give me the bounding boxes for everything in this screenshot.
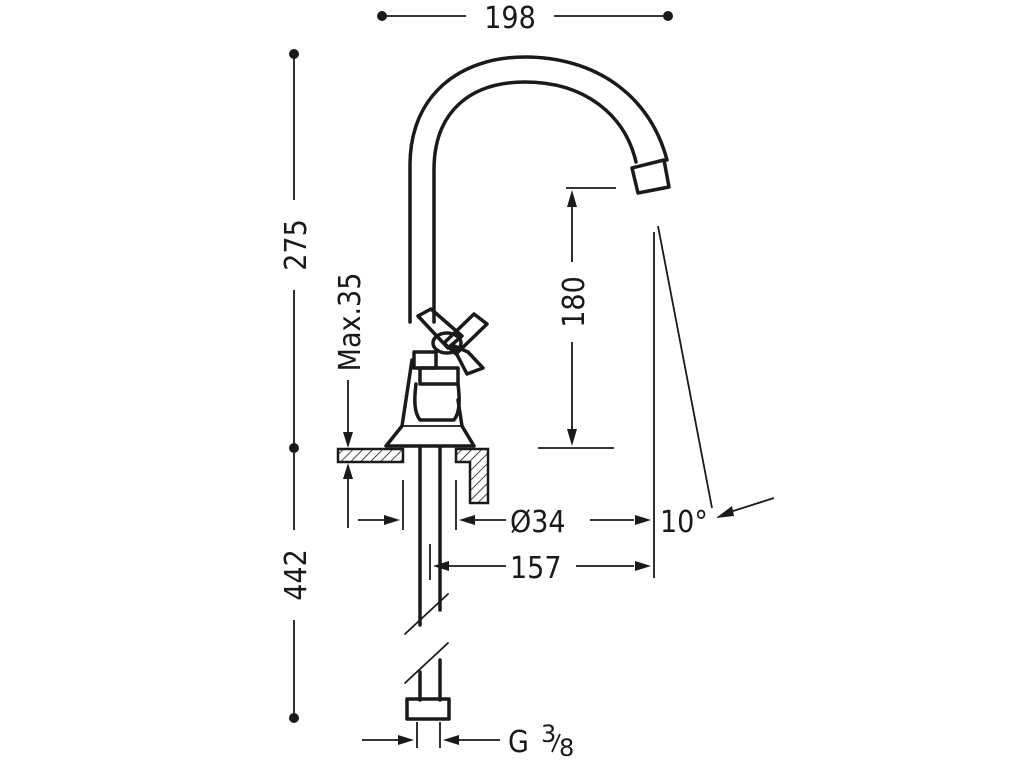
dim-label-157: 157	[510, 551, 562, 586]
dim-label-thread-numerator: 3	[541, 720, 556, 748]
dim-label-10deg: 10°	[660, 505, 708, 540]
dim-label-34: Ø34	[510, 505, 566, 540]
dim-label-442: 442	[279, 549, 314, 601]
dim-hole-34: Ø34	[358, 480, 651, 540]
valve-bonnet	[413, 382, 461, 422]
dim-tail-442: 442	[279, 452, 314, 723]
dim-angle-10: 10°	[653, 225, 775, 578]
dim-label-180: 180	[557, 276, 592, 328]
thread-connector	[405, 697, 451, 721]
dim-reach-157: 157	[429, 544, 651, 586]
faucet-base	[384, 358, 476, 448]
dim-label-thread-prefix: G	[508, 725, 529, 760]
deck-right-hatch	[454, 447, 490, 505]
dim-label-198: 198	[484, 1, 536, 36]
spout-outer-contour	[408, 55, 669, 324]
dim-max-deck-35: Max.35	[333, 273, 368, 528]
dim-label-thread-denominator: 8	[559, 734, 574, 762]
cross-handle	[412, 307, 489, 376]
deck-left-hatch	[336, 447, 405, 464]
faucet-body	[384, 55, 671, 721]
dim-height-275: 275	[279, 49, 314, 453]
tail-pipe	[404, 446, 449, 702]
dim-thread-g38: G 3 8	[362, 720, 574, 762]
valve-cartridge	[418, 366, 460, 386]
spout-inner-contour	[432, 80, 638, 324]
countertop-section	[336, 447, 490, 505]
aerator	[630, 158, 671, 195]
dim-reach-198: 198	[377, 1, 673, 36]
dim-spout-height-180: 180	[538, 187, 616, 449]
dim-label-275: 275	[279, 219, 314, 271]
dim-label-max35: Max.35	[333, 273, 368, 372]
